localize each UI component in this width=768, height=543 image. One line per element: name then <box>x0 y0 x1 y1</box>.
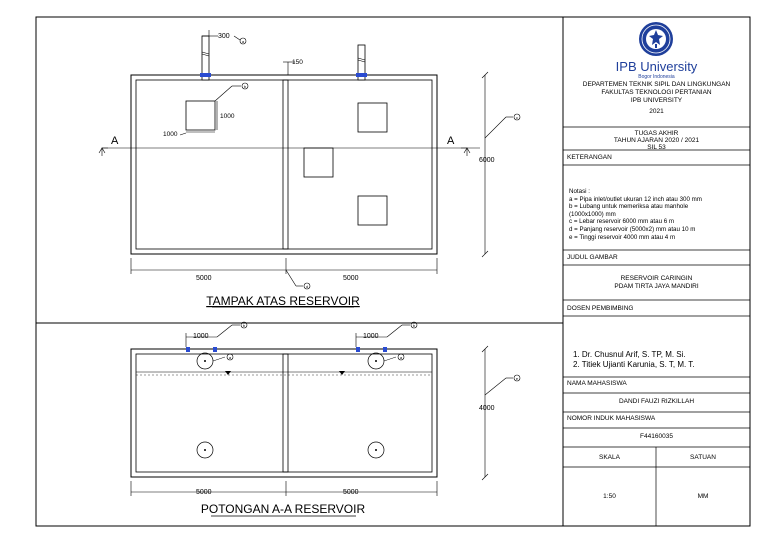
tag-a-section-left: a <box>229 355 232 360</box>
manhole-cover-l1 <box>186 347 190 352</box>
section-view-title: POTONGAN A-A RESERVOIR <box>201 502 366 516</box>
note-a: a = Pipa inlet/outlet ukuran 12 inch ata… <box>569 195 702 203</box>
dim-section-length-left: 5000 <box>196 489 212 496</box>
plan-view: 300 a 150 b 1000 1000 A A 60 <box>98 30 521 308</box>
supervisor-header: DOSEN PEMBIMBING <box>567 305 634 312</box>
pipe-flange-right <box>356 73 367 77</box>
sheet-border <box>35 16 751 527</box>
dim-section-length-right: 5000 <box>343 489 359 496</box>
supervisor-1: 1. Dr. Chusnul Arif, S. TP, M. Si. <box>573 350 686 359</box>
ipb-logo <box>639 22 673 56</box>
supervisor-2: 2. Titiek Ujianti Karunia, S. T, M. T. <box>573 360 695 369</box>
manhole-cover-l2 <box>213 347 217 352</box>
assignment: TUGAS AKHIR <box>634 130 679 137</box>
plan-inner-wall <box>135 79 433 250</box>
dim-manhole-right: 1000 <box>363 333 379 340</box>
student-id-header: NOMOR INDUK MAHASISWA <box>567 415 656 422</box>
dim-manhole-w: 1000 <box>163 131 178 138</box>
drain-right <box>367 441 385 459</box>
tag-d-plan: d <box>306 284 308 289</box>
dim-width-label: 6000 <box>479 157 495 164</box>
manhole-1 <box>185 100 216 131</box>
drawing-title-2: PDAM TIRTA JAYA MANDIRI <box>614 283 699 290</box>
plan-outer-wall <box>130 74 438 255</box>
drain-left <box>196 441 214 459</box>
institution: IPB UNIVERSITY <box>630 97 683 104</box>
academic-year: TAHUN AJARAN 2020 / 2021 <box>613 137 700 144</box>
manhole-cover-r1 <box>356 347 360 352</box>
manhole-2 <box>357 102 388 133</box>
section-inner-wall <box>135 353 433 473</box>
water-level-symbol-right <box>339 371 345 375</box>
unit-value: MM <box>697 493 709 500</box>
course-code: SIL 53 <box>647 144 666 151</box>
tag-a-plan: a <box>242 39 245 44</box>
manhole-cover-r2 <box>383 347 387 352</box>
title-block: IPB University Bogor Indonesia DEPARTEME… <box>563 17 750 526</box>
dim-pipe-label: 300 <box>218 33 230 40</box>
scale-header: SKALA <box>599 454 620 461</box>
dim-gap-label: 150 <box>292 59 303 66</box>
section-outer-wall <box>130 348 438 478</box>
notes-block: Notasi : a = Pipa inlet/outlet ukuran 12… <box>569 188 702 241</box>
dim-length-right: 5000 <box>343 275 359 282</box>
tag-e-section: e <box>516 376 519 381</box>
scale-value: 1:50 <box>603 493 616 500</box>
drawing-title-header: JUDUL GAMBAR <box>567 254 618 261</box>
tag-b-section-left: b <box>243 323 246 328</box>
supervisor-list: 1. Dr. Chusnul Arif, S. TP, M. Si. 2. Ti… <box>573 350 695 370</box>
tag-b-plan: b <box>244 84 247 89</box>
section-view: 1000 b 1000 b a a 400 <box>130 321 521 517</box>
manhole-4 <box>357 195 388 226</box>
notes-title: Notasi : <box>569 188 590 195</box>
drawing-title-1: RESERVOIR CARINGIN <box>620 275 693 282</box>
plan-view-title: TAMPAK ATAS RESERVOIR <box>206 294 360 308</box>
tag-c-plan: c <box>516 115 518 120</box>
section-marker-left: A <box>111 135 119 147</box>
note-b-cont: (1000x1000) mm <box>569 210 616 218</box>
pipe-right-plan <box>357 44 366 81</box>
student-header: NAMA MAHASISWA <box>567 380 627 387</box>
university-name: IPB University <box>615 59 698 74</box>
note-d: d = Panjang reservoir (5000x2) mm atau 1… <box>569 225 696 233</box>
tag-a-section-right: a <box>400 355 403 360</box>
plan-partition-wall <box>282 79 289 250</box>
dim-height-label: 4000 <box>479 405 495 412</box>
note-c: c = Lebar reservoir 6000 mm atau 6 m <box>569 218 675 226</box>
pipe-flange-left <box>200 73 211 77</box>
university-sub: Bogor Indonesia <box>638 74 675 80</box>
tag-b-section-right: b <box>413 323 416 328</box>
dim-manhole-left: 1000 <box>193 333 209 340</box>
title-block-grid <box>563 126 750 526</box>
note-e: e = Tinggi reservoir 4000 mm atau 4 m <box>569 233 676 241</box>
student-name: DANDI FAUZI RIZKILLAH <box>618 398 695 405</box>
note-b: b = Lubang untuk memeriksa atau manhole <box>569 203 689 211</box>
dim-manhole-h: 1000 <box>220 113 235 120</box>
department: DEPARTEMEN TEKNIK SIPIL DAN LINGKUNGAN <box>582 81 731 88</box>
notes-header: KETERANGAN <box>567 154 612 161</box>
water-level-symbol-left <box>225 371 231 375</box>
section-partition-wall <box>282 353 289 473</box>
student-id: F44160035 <box>640 433 673 440</box>
year: 2021 <box>649 108 664 115</box>
unit-header: SATUAN <box>690 454 716 461</box>
section-marker-right: A <box>447 135 455 147</box>
manhole-3 <box>303 147 334 178</box>
dim-length-left: 5000 <box>196 275 212 282</box>
faculty: FAKULTAS TEKNOLOGI PERTANIAN <box>601 89 712 96</box>
